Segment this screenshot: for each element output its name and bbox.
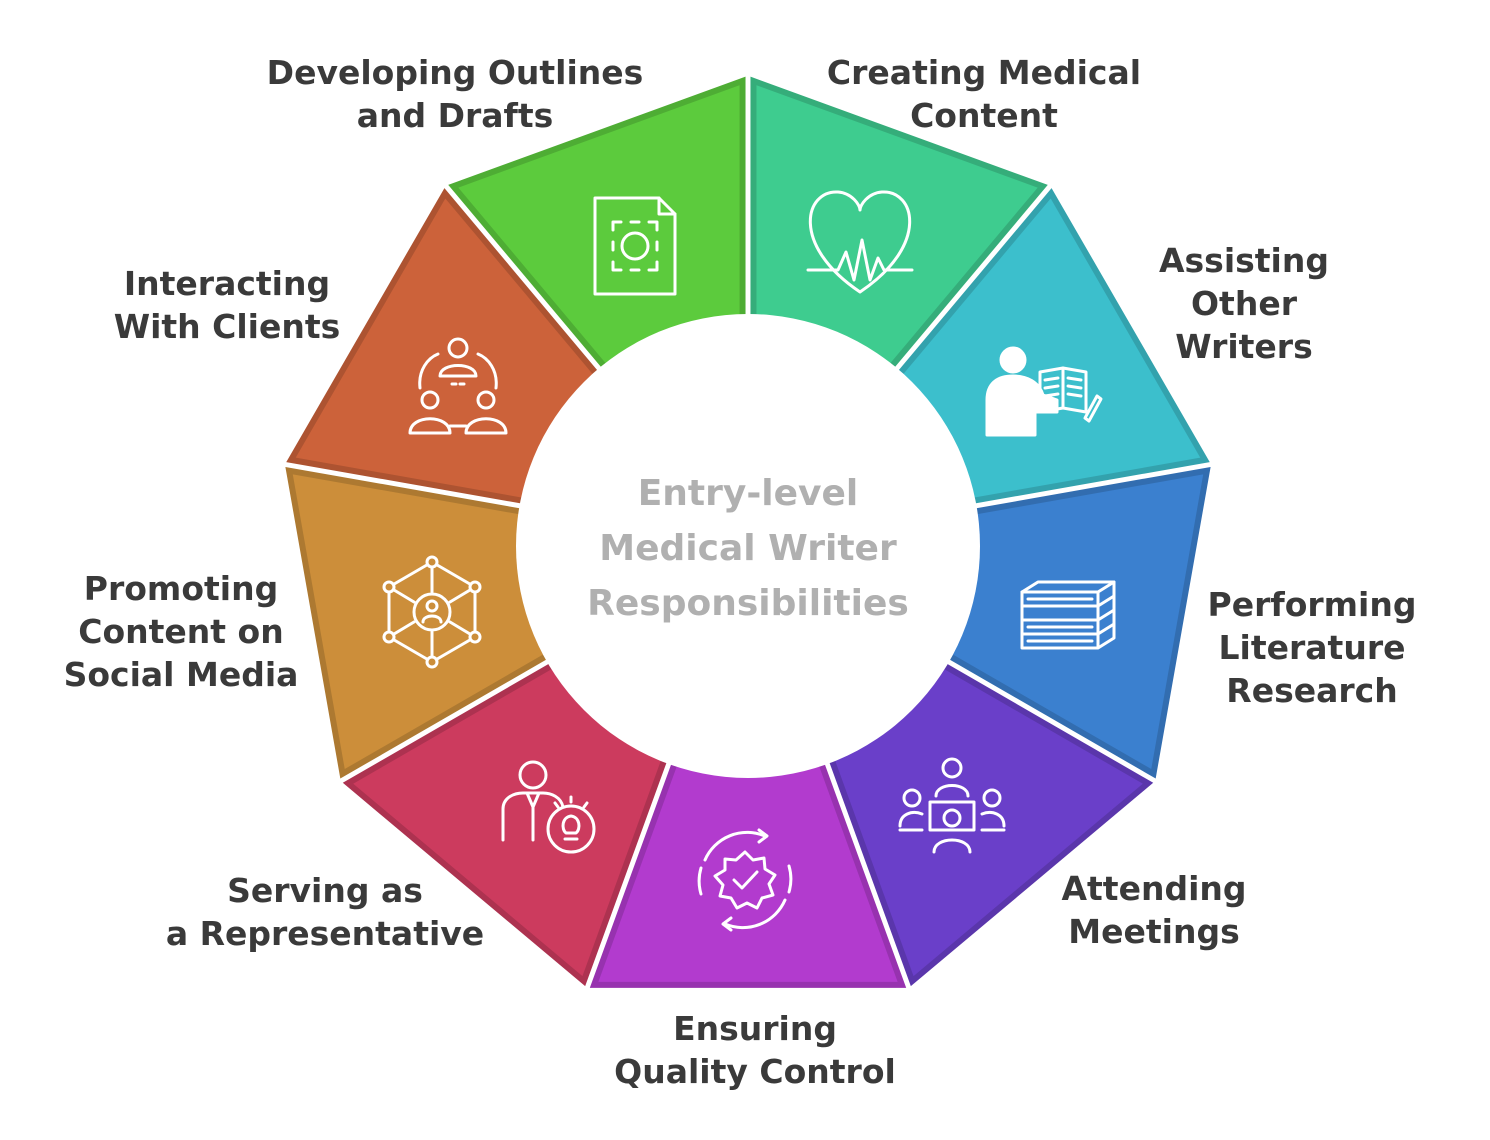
center-title-line: Responsibilities (587, 583, 909, 624)
center-circle (516, 314, 980, 778)
label-developing-outlines-drafts: Developing Outlines and Drafts (267, 53, 644, 135)
label-line: Writers (1175, 327, 1312, 366)
document-draft-icon (593, 196, 677, 296)
social-network-icon (382, 555, 482, 669)
label-line: Content on (78, 612, 283, 651)
person-reading-book-icon (985, 346, 1103, 437)
label-line: Content (910, 96, 1058, 135)
label-line: Serving as (227, 871, 423, 910)
quality-badge-cycle-icon (697, 828, 793, 932)
label-line: Social Media (64, 655, 299, 694)
label-line: Attending (1061, 869, 1246, 908)
label-line: Developing Outlines (267, 53, 644, 92)
stacked-books-icon (1020, 580, 1116, 650)
label-line: Meetings (1068, 912, 1239, 951)
label-line: Interacting (124, 264, 330, 303)
label-line: Assisting (1159, 241, 1329, 280)
label-line: Research (1226, 671, 1397, 710)
label-line: Literature (1219, 628, 1406, 667)
label-serving-as-representative: Serving as a Representative (166, 871, 484, 953)
label-line: Creating Medical (827, 53, 1141, 92)
label-line: Performing (1208, 585, 1417, 624)
center-title-line: Medical Writer (599, 528, 897, 569)
businessman-idea-icon (501, 760, 596, 854)
label-line: Ensuring (673, 1009, 837, 1048)
label-line: and Drafts (357, 96, 554, 135)
label-line: Other (1191, 284, 1298, 323)
meeting-table-icon (898, 757, 1006, 854)
label-line: With Clients (114, 307, 341, 346)
center-title-line: Entry-level (638, 473, 859, 514)
label-line: Promoting (84, 569, 278, 608)
client-group-icon (408, 337, 508, 435)
label-line: a Representative (166, 914, 484, 953)
label-line: Quality Control (614, 1052, 896, 1091)
heart-pulse-icon (806, 190, 914, 294)
